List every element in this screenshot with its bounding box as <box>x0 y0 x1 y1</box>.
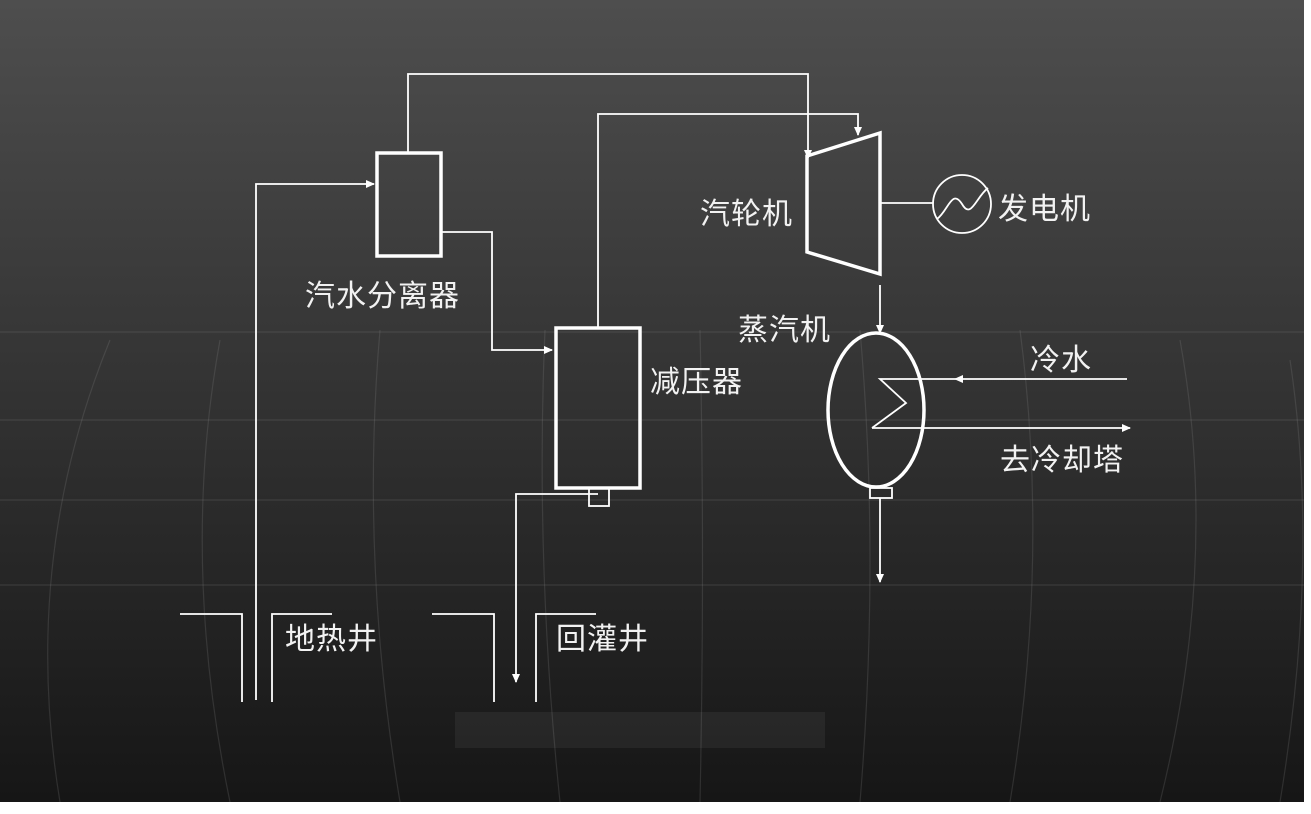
pipe-separator-to-turbine <box>407 73 812 159</box>
label-geothermal-well: 地热井 <box>285 622 378 657</box>
label-turbine: 汽轮机 <box>700 197 793 232</box>
pipes <box>180 73 1131 702</box>
generator-symbol <box>932 174 992 234</box>
turbine-shape <box>805 130 882 277</box>
well-reinjection-right <box>535 613 596 702</box>
separator-box <box>375 151 443 258</box>
label-generator: 发电机 <box>998 192 1091 227</box>
label-reinjection-well: 回灌井 <box>556 622 649 657</box>
generator-circle <box>932 174 992 234</box>
pipe-reducer-to-reinjection <box>512 493 598 683</box>
generator-sine-icon <box>936 187 989 220</box>
reducer-drain-valve <box>588 487 610 507</box>
well-reinjection-left <box>432 613 495 702</box>
watermark-smudge <box>455 712 825 748</box>
well-geothermal-right <box>271 613 332 702</box>
pipe-separator-to-reducer <box>442 231 553 354</box>
background-grid <box>0 329 1304 803</box>
well-geothermal-left <box>180 613 243 702</box>
label-separator: 汽水分离器 <box>305 279 460 314</box>
label-cold-water: 冷水 <box>1030 343 1092 378</box>
label-steam-engine: 蒸汽机 <box>738 313 831 348</box>
label-to-cooling-tower: 去冷却塔 <box>1000 443 1124 478</box>
background-panel <box>0 0 1304 802</box>
condenser-shape <box>826 331 926 489</box>
pipe-reducer-to-turbine <box>597 113 862 328</box>
label-reducer: 减压器 <box>650 365 743 400</box>
equipment <box>375 130 926 507</box>
pipe-well-to-separator <box>255 180 375 700</box>
condenser-drain-valve <box>869 487 893 499</box>
condenser-coil <box>871 378 920 429</box>
